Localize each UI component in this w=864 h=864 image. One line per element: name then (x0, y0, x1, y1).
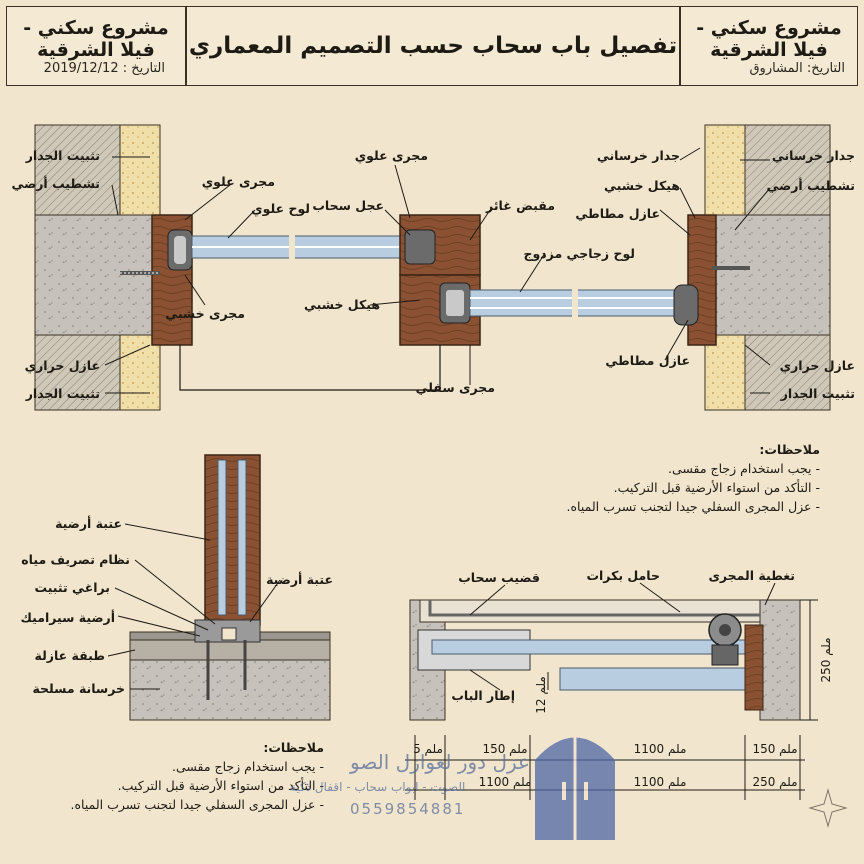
date-left: التاريخ : 2019/12/12 (43, 61, 165, 76)
label-wall-fix-right: تثبيت الجدار (780, 386, 855, 401)
dim-gap-12: 12 ملم (534, 676, 548, 713)
label-wood-frame-right: هيكل خشبي (604, 178, 680, 193)
dim-row1-5: 5 ملم (413, 742, 443, 756)
watermark-services: الصوت - ابواب سحاب - اقفال ذكية (290, 780, 466, 794)
dim-row2-1100a: 1100 ملم (479, 775, 532, 789)
project-name-left: مشروع سكني - فيلا الشرقية (23, 17, 169, 61)
label-rubber-seal-bottom: عازل مطاطي (605, 353, 690, 368)
left-jamb-frame (120, 214, 193, 346)
label-floor-finish-right: تشطيب أرضي (767, 177, 855, 193)
label-thermal-ins-left: عازل حراري (25, 358, 100, 373)
label-thermal-ins-right: عازل حراري (780, 358, 855, 373)
label-slide-wheel: عجل سحاب (312, 198, 384, 213)
label-recessed-handle: مقبض غائر (485, 198, 555, 213)
label-door-frame: إطار الباب (451, 688, 515, 703)
label-ceramic-floor: أرضية سيراميك (20, 609, 115, 625)
label-bottom-track: مجرى سفلي (416, 380, 495, 395)
track-detail (409, 599, 801, 721)
label-wood-frame-center: هيكل خشبي (304, 297, 380, 312)
center-sash-frame (399, 214, 481, 346)
notes-bottom-item: - عزل المجرى السفلي جيدا لتجنب تسرب المي… (70, 797, 324, 812)
plan-leaders (104, 147, 771, 394)
label-wood-track: مجرى خشبي (165, 306, 245, 321)
header-right-block: مشروع سكني - فيلا الشرقية التاريخ: المشا… (680, 6, 858, 86)
label-reinforced-concrete: خرسانة مسلحة (32, 681, 125, 696)
label-top-track-left: مجرى علوي (202, 174, 275, 189)
watermark-phone: 0559854881 (350, 800, 466, 818)
label-roller-carrier: حامل بكرات (586, 568, 660, 583)
right-jamb-frame (673, 214, 750, 346)
label-insulation-layer: طبقة عازلة (34, 648, 105, 663)
label-double-glass: لوح زجاجي مزدوج (523, 246, 635, 261)
label-slide-rail: قضيب سحاب (458, 570, 540, 585)
date-right: التاريخ: المشاروق (749, 61, 845, 76)
label-threshold-left: عتبة أرضية (55, 515, 122, 531)
dim-row1-1100: 1100 ملم (634, 742, 687, 756)
label-wall-fix-bottom: تثبيت الجدار (25, 386, 100, 401)
project-name-right: مشروع سكني - فيلا الشرقية (696, 17, 842, 61)
notes-top-item: - عزل المجرى السفلي جيدا لتجنب تسرب المي… (566, 499, 820, 514)
notes-bottom-item: - يجب استخدام زجاج مقسى. (172, 759, 324, 774)
dim-row2-1100b: 1100 ملم (634, 775, 687, 789)
notes-bottom-title: ملاحظات: (263, 740, 324, 755)
track-leaders (405, 582, 818, 800)
dim-row1-150a: 150 ملم (482, 742, 527, 756)
header-title-block: تفصيل باب سحاب حسب التصميم المعماري (186, 6, 680, 86)
notes-top-title: ملاحظات: (759, 442, 820, 457)
threshold-section (129, 454, 331, 721)
label-wall-fix-top: تثبيت الجدار (25, 148, 100, 163)
bottom-track-outline (179, 345, 441, 391)
right-wall (704, 124, 831, 411)
dim-height-250: 250 ملم (819, 637, 833, 682)
dim-row2-250: 250 ملم (752, 775, 797, 789)
label-top-panel: لوح علوي (251, 201, 310, 216)
label-threshold-right: عتبة أرضية (266, 571, 333, 587)
watermark-logo (535, 728, 615, 840)
lower-glass-panel (469, 284, 681, 322)
notes-top: ملاحظات: - يجب استخدام زجاج مقسى. - التأ… (460, 440, 820, 516)
label-concrete-wall-b: جدار خرساني (772, 148, 855, 163)
upper-glass-panel (191, 230, 408, 264)
notes-top-item: - التأكد من استواء الأرضية قبل التركيب. (613, 480, 820, 495)
label-drainage: نظام تصريف مياه (21, 552, 130, 568)
notes-bottom: ملاحظات: - يجب استخدام زجاج مقسى. - التأ… (14, 738, 324, 814)
drawing-title: تفصيل باب سحاب حسب التصميم المعماري (188, 33, 678, 59)
label-concrete-wall-a: جدار خرساني (597, 148, 680, 163)
watermark-name: عزل دور لعوازل الصو (350, 750, 530, 774)
label-top-track-center: مجرى علوي (355, 148, 428, 163)
label-floor-finish-left: تشطيب أرضي (12, 175, 100, 191)
dim-row1-150b: 150 ملم (752, 742, 797, 756)
sparkle-icon (808, 788, 848, 828)
notes-top-item: - يجب استخدام زجاج مقسى. (668, 461, 820, 476)
label-rubber-seal-top: عازل مطاطي (575, 206, 660, 221)
header-left-block: مشروع سكني - فيلا الشرقية التاريخ : 2019… (6, 6, 186, 86)
notes-bottom-item: - التأكد من استواء الأرضية قبل التركيب. (117, 778, 324, 793)
label-fix-screws: براغي تثبيت (34, 580, 110, 595)
label-track-cover: تغطية المجرى (708, 568, 795, 583)
section-leaders (107, 523, 281, 690)
